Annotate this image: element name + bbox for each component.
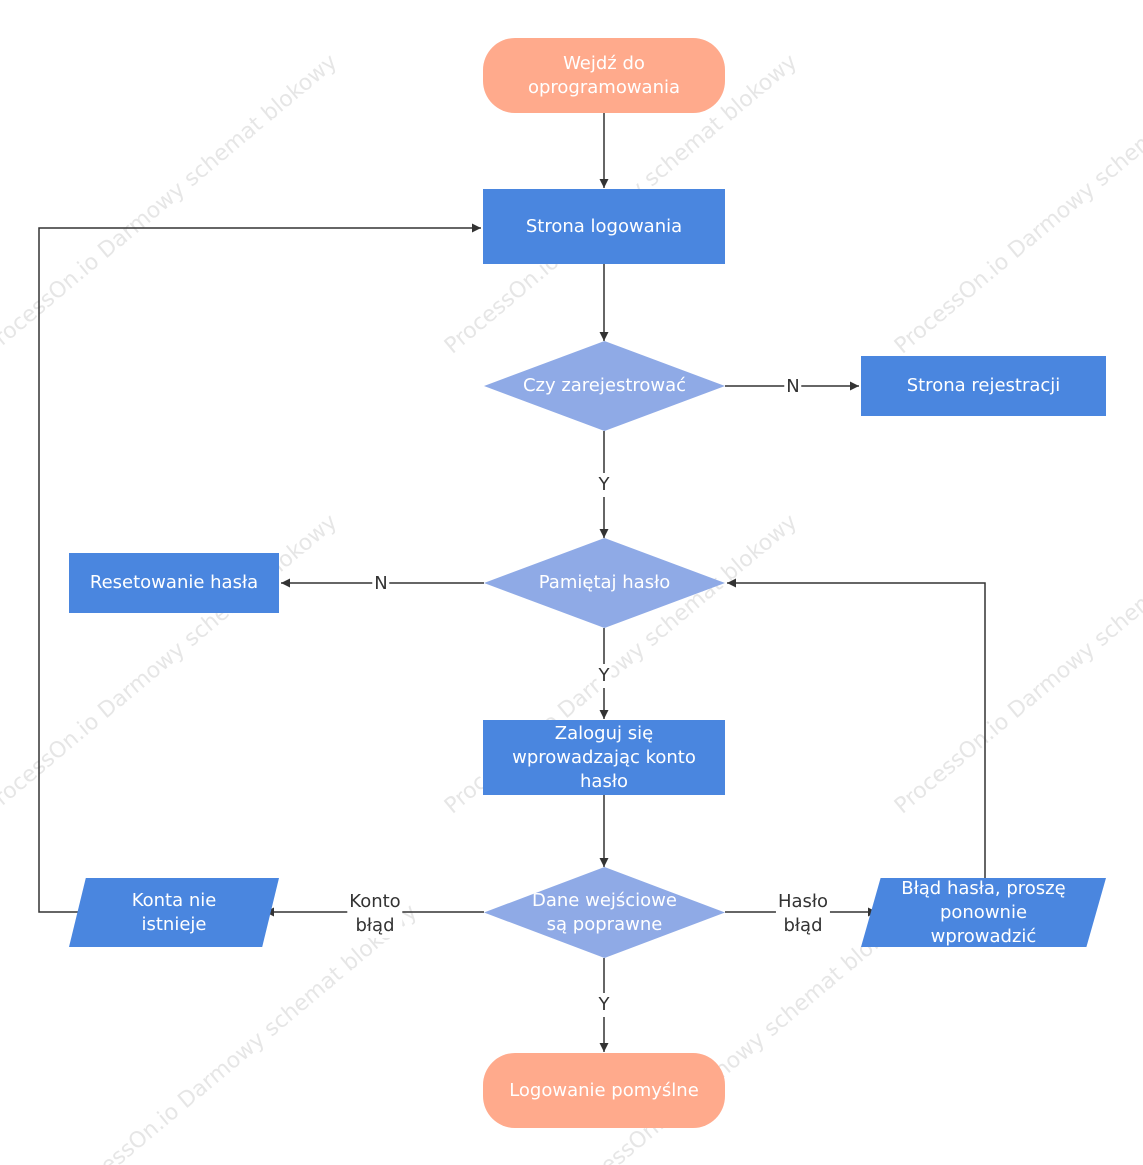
register-page-process: Strona rejestracji: [861, 356, 1106, 416]
edge-password-loop: [727, 578, 986, 878]
edge-label-valid-yes: Y: [596, 993, 612, 1017]
edge-label-register-no: N: [784, 375, 802, 399]
start-label: Wejdź do oprogramowania: [527, 52, 681, 98]
edge-label-remember-yes: Y: [596, 664, 612, 688]
edge-label-password-error: Hasło błąd: [775, 890, 831, 938]
login-input-process: Zaloguj się wprowadzając konto hasło: [483, 720, 725, 795]
success-label: Logowanie pomyślne: [509, 1079, 699, 1101]
reset-password-label: Resetowanie hasła: [89, 572, 259, 593]
reset-password-process: Resetowanie hasła: [69, 553, 279, 613]
edge-label-register-yes: Y: [596, 473, 612, 497]
edge-account-loop: [38, 223, 481, 913]
success-terminal: Logowanie pomyślne: [483, 1053, 725, 1128]
register-decision-label: Czy zarejestrować: [522, 375, 687, 396]
account-missing-io: Konta nie istnieje: [69, 878, 279, 947]
start-terminal: Wejdź do oprogramowania: [483, 38, 725, 113]
password-error-io: Błąd hasła, proszę ponownie wprowadzić: [861, 878, 1106, 947]
login-input-label: Zaloguj się wprowadzając konto hasło: [512, 722, 696, 792]
login-page-process: Strona logowania: [483, 189, 725, 264]
edge-label-remember-no: N: [372, 572, 390, 596]
edge-label-account-error: Konto błąd: [347, 890, 403, 938]
remember-decision-label: Pamiętaj hasło: [538, 572, 671, 593]
register-page-label: Strona rejestracji: [906, 375, 1061, 396]
account-missing-label: Konta nie istnieje: [131, 889, 217, 935]
login-page-label: Strona logowania: [525, 215, 683, 237]
password-error-label: Błąd hasła, proszę ponownie wprowadzić: [901, 877, 1066, 947]
data-valid-label: Dane wejściowe są poprawne: [532, 889, 677, 935]
